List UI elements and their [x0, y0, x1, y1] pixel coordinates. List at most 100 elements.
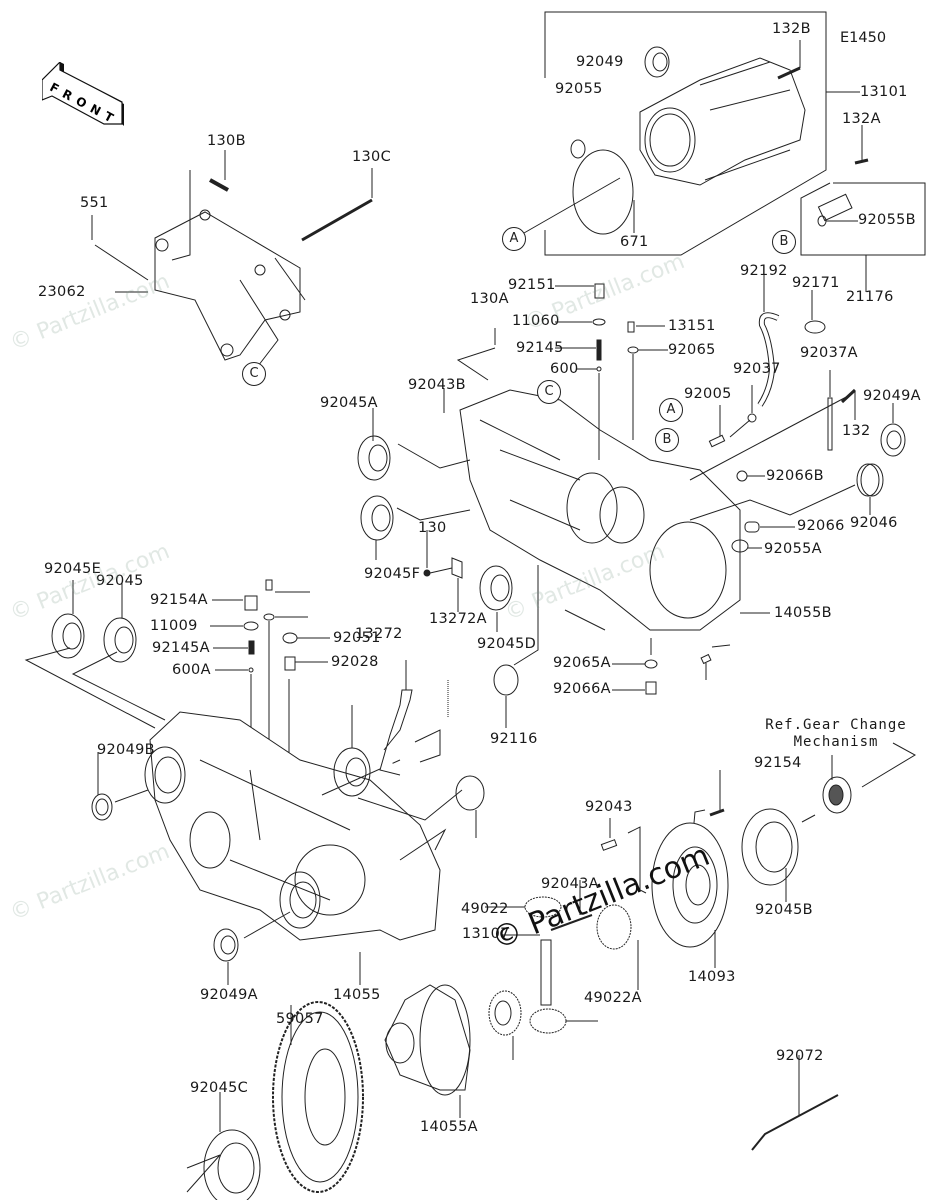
part-label-92049b[interactable]: 92049B: [97, 742, 155, 758]
part-label-92049a[interactable]: 92049A: [200, 987, 258, 1003]
part-label-23062[interactable]: 23062: [38, 284, 86, 300]
bracket-21176: [800, 182, 926, 256]
part-label-11009[interactable]: 11009: [150, 618, 198, 634]
bracket-13101: [544, 11, 827, 256]
part-label-130c[interactable]: 130C: [352, 149, 392, 165]
diagram-code: E1450: [840, 30, 887, 46]
part-label-92043b[interactable]: 92043B: [408, 377, 466, 393]
part-label-130b[interactable]: 130B: [207, 133, 246, 149]
part-label-130[interactable]: 130: [418, 520, 447, 536]
part-label-13151[interactable]: 13151: [668, 318, 716, 334]
part-label-59057[interactable]: 59057: [276, 1011, 324, 1027]
part-label-13101[interactable]: 13101: [860, 84, 908, 100]
part-label-92192[interactable]: 92192: [740, 263, 788, 279]
bearing-92045A-shape: [357, 435, 391, 481]
seal-92049A-left-shape: [213, 928, 239, 962]
differential-case-14055A-shape: [384, 984, 471, 1096]
part-label-92065[interactable]: 92065: [668, 342, 716, 358]
part-label-92154[interactable]: 92154: [754, 755, 802, 771]
shift-drum-assembly-shape: [639, 57, 806, 186]
part-label-21176[interactable]: 21176: [846, 289, 894, 305]
part-label-92045b[interactable]: 92045B: [755, 902, 813, 918]
part-label-132a[interactable]: 132A: [842, 111, 881, 127]
part-label-92037[interactable]: 92037: [733, 361, 781, 377]
callout-a: A: [659, 398, 683, 422]
part-label-671[interactable]: 671: [620, 234, 649, 250]
bearing-92045F-shape: [360, 495, 394, 541]
part-label-92051[interactable]: 92051: [333, 630, 381, 646]
part-label-92145[interactable]: 92145: [516, 340, 564, 356]
callout-b: B: [655, 428, 679, 452]
part-label-92145a[interactable]: 92145A: [152, 640, 210, 656]
part-label-92055[interactable]: 92055: [555, 81, 603, 97]
part-label-92045d[interactable]: 92045D: [477, 636, 537, 652]
bearing-92045E-shape: [51, 613, 85, 659]
part-label-49022[interactable]: 49022: [461, 901, 509, 917]
part-label-92055b[interactable]: 92055B: [858, 212, 916, 228]
part-label-92171[interactable]: 92171: [792, 275, 840, 291]
part-label-92045[interactable]: 92045: [96, 573, 144, 589]
case-right-shape: [459, 389, 741, 631]
bearing-92045B-shape: [741, 808, 799, 886]
part-label-92045c[interactable]: 92045C: [190, 1080, 249, 1096]
front-direction-arrow: FRONT: [41, 60, 124, 132]
part-label-14055a[interactable]: 14055A: [420, 1119, 478, 1135]
part-label-551[interactable]: 551: [80, 195, 109, 211]
part-label-132b[interactable]: 132B: [772, 21, 811, 37]
part-label-92066a[interactable]: 92066A: [553, 681, 611, 697]
part-label-600a[interactable]: 600A: [172, 662, 211, 678]
part-label-92049[interactable]: 92049: [576, 54, 624, 70]
part-label-13107[interactable]: 13107: [462, 926, 510, 942]
part-label-132[interactable]: 132: [842, 423, 871, 439]
part-label-92065a[interactable]: 92065A: [553, 655, 611, 671]
case-left-shape: [144, 711, 441, 941]
part-label-13272a[interactable]: 13272A: [429, 611, 487, 627]
part-label-92116[interactable]: 92116: [490, 731, 538, 747]
seal-92049A-right-shape: [880, 423, 906, 457]
part-label-92046[interactable]: 92046: [850, 515, 898, 531]
part-label-14055b[interactable]: 14055B: [774, 605, 832, 621]
part-label-14093[interactable]: 14093: [688, 969, 736, 985]
engine-bracket-shape: [154, 209, 301, 361]
callout-b: B: [772, 230, 796, 254]
gear-change-ref-shape: [822, 776, 852, 814]
part-label-92151[interactable]: 92151: [508, 277, 556, 293]
collar-92116-upper-shape: [493, 664, 519, 728]
part-92049-shape: [644, 46, 670, 78]
needle-bearing-92046-shape: [856, 463, 884, 497]
bearing-92045D-upper-shape: [479, 565, 513, 611]
reference-note-line-1: Ref.Gear Change: [765, 717, 907, 733]
collar-92116-lower-shape: [455, 775, 485, 838]
callout-c: C: [242, 362, 266, 386]
part-label-92005[interactable]: 92005: [684, 386, 732, 402]
part-label-14055[interactable]: 14055: [333, 987, 381, 1003]
cover-14093-shape: [651, 822, 729, 948]
seal-92049B-shape: [91, 793, 113, 821]
part-label-13272[interactable]: 13272: [355, 626, 403, 642]
bearing-92045-shape: [103, 617, 137, 663]
part-label-600[interactable]: 600: [550, 361, 579, 377]
part-label-92045e[interactable]: 92045E: [44, 561, 102, 577]
part-label-92043[interactable]: 92043: [585, 799, 633, 815]
part-label-92045a[interactable]: 92045A: [320, 395, 378, 411]
reference-note: Ref.Gear Change Mechanism: [756, 717, 916, 751]
part-label-130a[interactable]: 130A: [470, 291, 509, 307]
part-label-92066b[interactable]: 92066B: [766, 468, 824, 484]
ring-gear-59057-shape: [272, 1001, 364, 1193]
reference-note-line-2: Mechanism: [793, 734, 879, 750]
part-label-92055a[interactable]: 92055A: [764, 541, 822, 557]
callout-c: C: [537, 380, 561, 404]
part-label-11060[interactable]: 11060: [512, 313, 560, 329]
part-label-49022a[interactable]: 49022A: [584, 990, 642, 1006]
part-label-92049a[interactable]: 92049A: [863, 388, 921, 404]
part-label-92037a[interactable]: 92037A: [800, 345, 858, 361]
part-label-92066[interactable]: 92066: [797, 518, 845, 534]
bearing-92045C-shape: [203, 1129, 261, 1200]
part-label-92043a[interactable]: 92043A: [541, 876, 599, 892]
callout-a: A: [502, 227, 526, 251]
part-label-92072[interactable]: 92072: [776, 1048, 824, 1064]
part-label-92154a[interactable]: 92154A: [150, 592, 208, 608]
part-label-92028[interactable]: 92028: [331, 654, 379, 670]
part-label-92045f[interactable]: 92045F: [364, 566, 421, 582]
